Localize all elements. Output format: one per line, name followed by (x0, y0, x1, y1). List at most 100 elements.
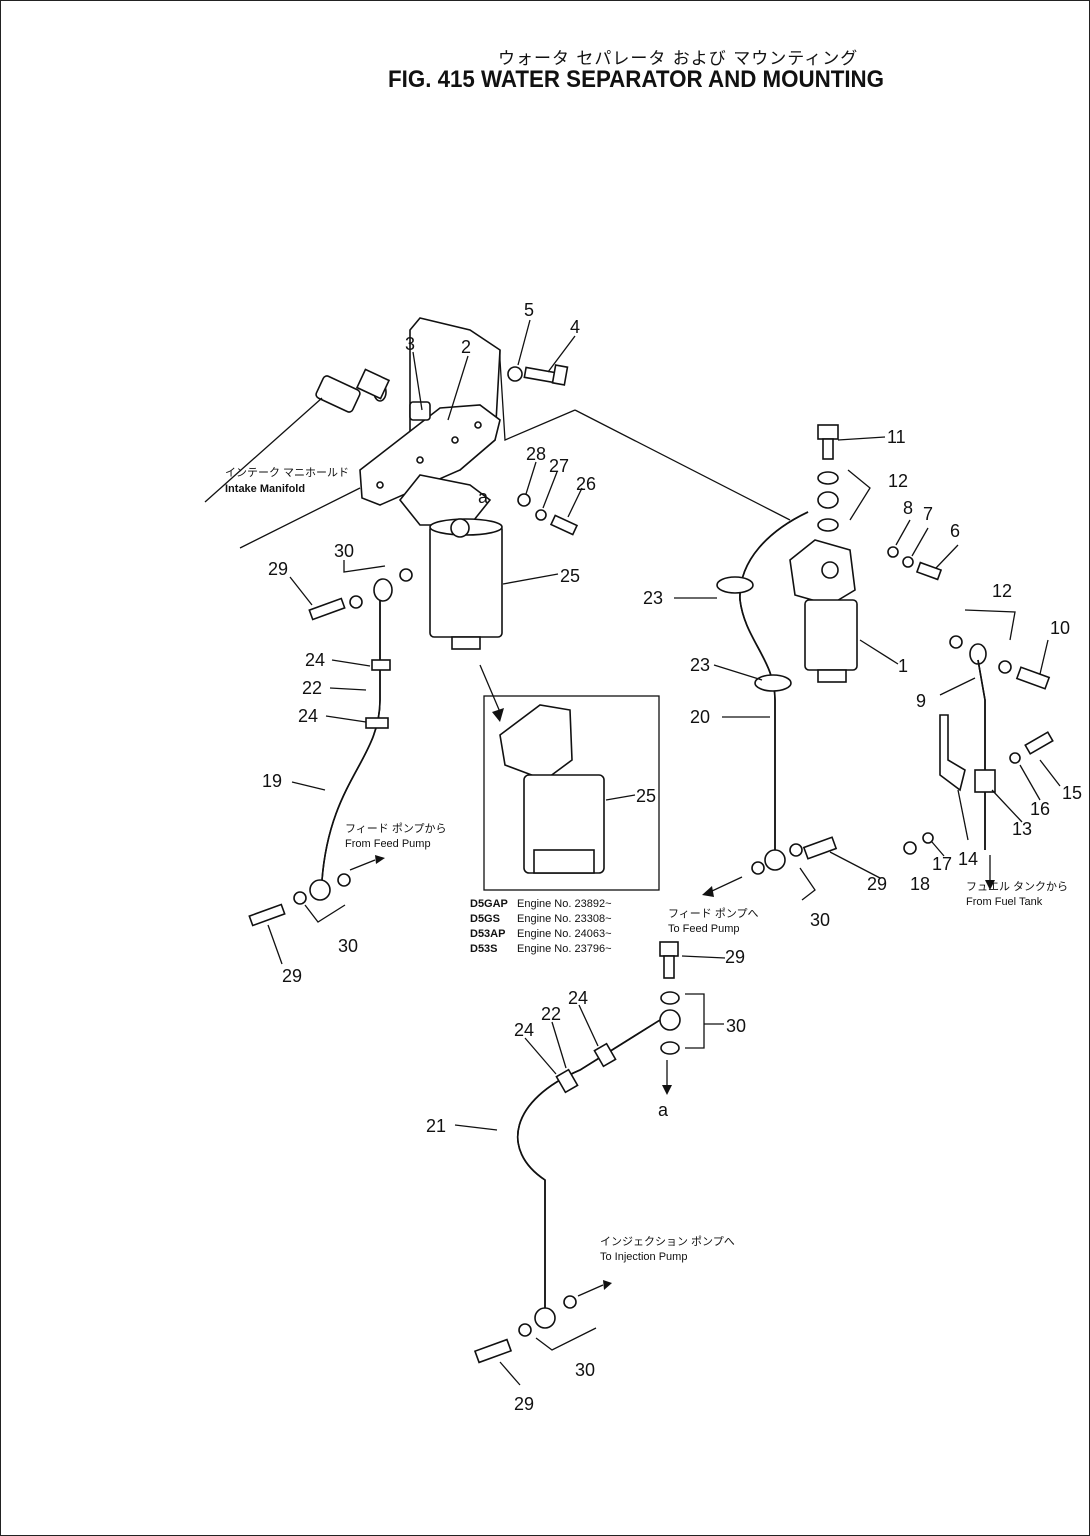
inset-frame (483, 695, 660, 891)
washer-16 (1009, 752, 1021, 764)
bolt-29-center (802, 836, 838, 860)
clip-23-upper (716, 576, 754, 594)
washer-12-set-top (817, 471, 839, 532)
callout-9: 9 (916, 691, 926, 711)
bolt-29-top-left (308, 597, 346, 621)
reference-a-lower: a (658, 1100, 669, 1120)
callout-24-b: 24 (298, 706, 318, 726)
inset-arrow (479, 664, 501, 713)
callout-29-top-left: 29 (268, 559, 288, 579)
intake-manifold-note: Intake Manifold (225, 483, 305, 495)
callout-10: 10 (1050, 618, 1070, 638)
pipe-9 (977, 659, 986, 850)
bolt-4 (523, 364, 569, 386)
callout-11: 11 (887, 427, 906, 447)
callout-4: 4 (570, 317, 580, 337)
callout-22-lower: 22 (541, 1004, 561, 1024)
applicability-engine: Engine No. 24063~ (517, 928, 612, 940)
bolt-11 (817, 424, 839, 460)
callout-14: 14 (958, 849, 978, 869)
callout-25-inset: 25 (636, 786, 656, 806)
water-separator-filter-inset (499, 704, 605, 874)
applicability-engine: Engine No. 23892~ (517, 898, 612, 910)
callout-12-right: 12 (992, 581, 1012, 601)
bolt-6 (915, 561, 943, 581)
callout-30-top-left: 30 (334, 541, 354, 561)
clamp-13 (974, 769, 996, 793)
clamp-24 (371, 659, 391, 671)
to-injection-pump-note: To Injection Pump (600, 1251, 687, 1263)
bolt-26 (549, 514, 579, 536)
banjo-fitting-bottom (518, 1295, 577, 1337)
callout-26: 26 (576, 474, 596, 494)
washer-30-lower-top (659, 991, 681, 1055)
callout-16: 16 (1030, 799, 1050, 819)
callout-2: 2 (461, 337, 471, 357)
callout-24-d: 24 (514, 1020, 534, 1040)
from-feed-pump-arrow (349, 859, 376, 871)
reference-a-upper: a (478, 487, 489, 507)
to-feed-pump-note-jp: フィード ポンプへ (668, 907, 759, 920)
intake-manifold-leader (204, 397, 323, 503)
banjo-fitting-bottom-left (293, 873, 351, 905)
callout-30-bottom-left: 30 (338, 936, 358, 956)
callout-22-left: 22 (302, 678, 322, 698)
water-separator-filter-left (398, 474, 503, 650)
callout-30-center: 30 (810, 910, 830, 930)
bolt-29-lower-top (659, 941, 679, 979)
intake-manifold-note-jp: インテーク マニホールド (225, 466, 349, 479)
flow-notes: インテーク マニホールド Intake Manifold フィード ポンプから … (225, 466, 1068, 1263)
from-fuel-tank-note-jp: フュエル タンクから (966, 880, 1068, 893)
callout-29-center: 29 (867, 874, 887, 894)
to-feed-pump-note: To Feed Pump (668, 923, 740, 935)
clip-14 (939, 714, 966, 792)
engine-applicability: D5GAP Engine No. 23892~ D5GS Engine No. … (470, 898, 612, 955)
callout-7: 7 (923, 504, 933, 524)
clamp-24-lower-b (593, 1042, 617, 1068)
to-injection-pump-arrow (577, 1284, 604, 1297)
clip-23-lower (754, 674, 792, 692)
bolt-15 (1024, 731, 1054, 755)
applicability-model: D5GS (470, 913, 500, 925)
washer-12-set-right (949, 635, 1012, 674)
clamp-24-lower-a (555, 1068, 579, 1094)
callout-29-lower: 29 (725, 947, 745, 967)
callout-24-a: 24 (305, 650, 325, 670)
callout-23-lower: 23 (690, 655, 710, 675)
bolt-29-bottom (473, 1338, 513, 1364)
clamp-24-lower (365, 717, 389, 729)
callout-24-c: 24 (568, 988, 588, 1008)
washer-8 (887, 546, 899, 558)
callout-12-top: 12 (888, 471, 908, 491)
from-fuel-tank-note: From Fuel Tank (966, 896, 1043, 908)
hose-21 (517, 1019, 661, 1310)
applicability-model: D53S (470, 943, 498, 955)
applicability-engine: Engine No. 23308~ (517, 913, 612, 925)
callout-27: 27 (549, 456, 569, 476)
callout-13: 13 (1012, 819, 1032, 839)
callout-29-bottom: 29 (514, 1394, 534, 1414)
figure-title: FIG. 415 WATER SEPARATOR AND MOUNTING (388, 66, 885, 93)
bracket-leader (239, 487, 361, 549)
callout-17: 17 (932, 854, 952, 874)
to-feed-pump-arrow (711, 876, 743, 892)
bolt-10 (1015, 666, 1051, 690)
callout-8: 8 (903, 498, 913, 518)
callout-28: 28 (526, 444, 546, 464)
callout-6: 6 (950, 521, 960, 541)
washer-5 (507, 366, 523, 382)
callout-5: 5 (524, 300, 534, 320)
banjo-fitting-center (751, 843, 803, 875)
callout-3: 3 (405, 334, 415, 354)
applicability-model: D53AP (470, 928, 505, 940)
spacer-collars (315, 368, 431, 421)
banjo-fitting-top-left (349, 568, 413, 609)
callout-18: 18 (910, 874, 930, 894)
figure-title-japanese: ウォータ セパレータ および マウンティング (498, 49, 859, 69)
callout-21: 21 (426, 1116, 446, 1136)
callout-30-lower: 30 (726, 1016, 746, 1036)
callout-23-upper: 23 (643, 588, 663, 608)
callout-30-bottom: 30 (575, 1360, 595, 1380)
callout-25: 25 (560, 566, 580, 586)
